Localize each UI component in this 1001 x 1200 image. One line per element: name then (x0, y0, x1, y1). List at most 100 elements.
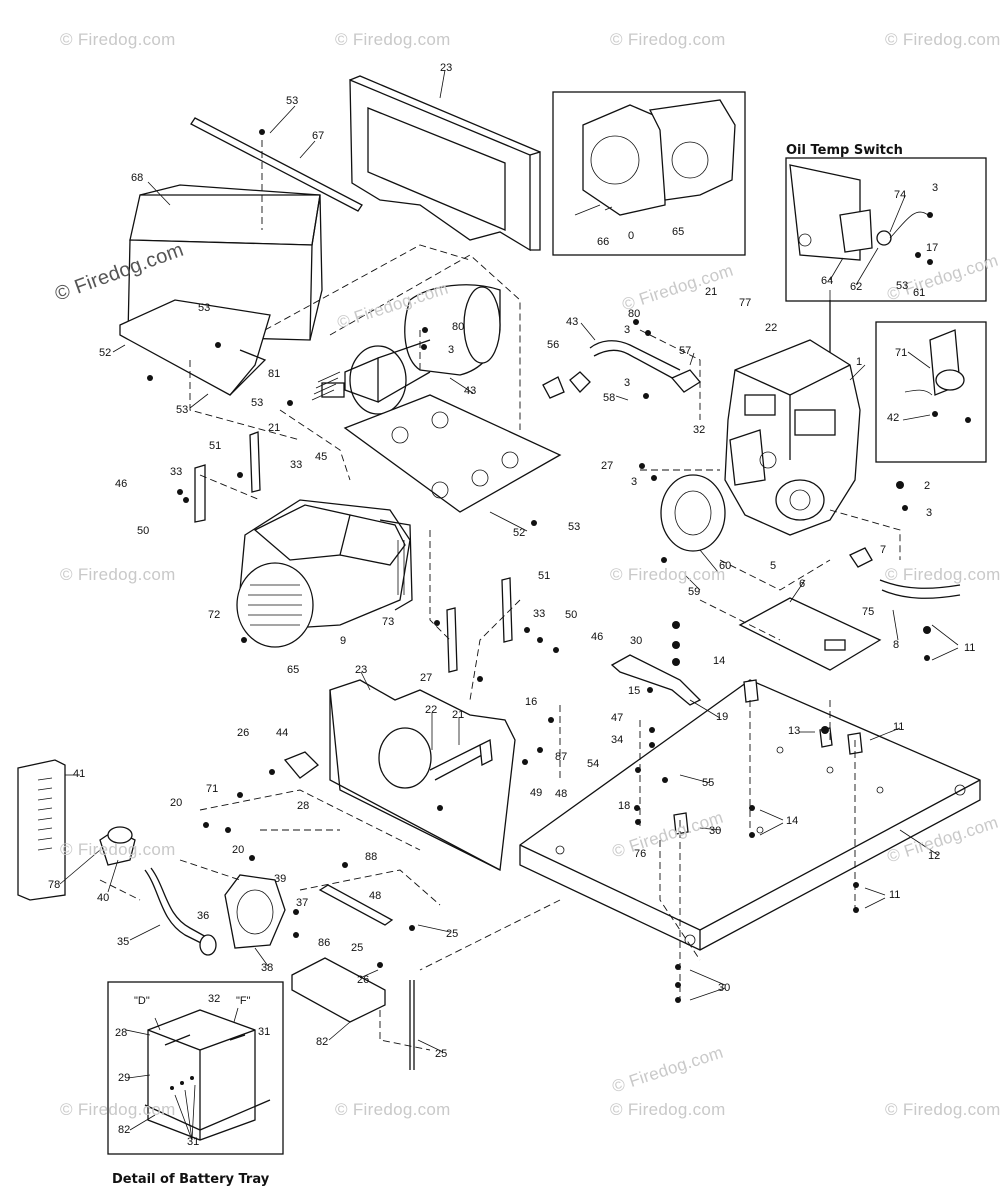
part-callout-c80: 14 (786, 815, 799, 827)
inset-bracket-box (875, 321, 987, 463)
part-callout-c97: 28 (297, 800, 310, 812)
inset-oil-temp-box (785, 157, 987, 302)
tray-52-left (119, 299, 271, 396)
gasket-60 (660, 474, 726, 552)
part-callout-c16: 51 (209, 440, 222, 452)
regulator-38 (199, 874, 286, 956)
inset-title-battery-tray: Detail of Battery Tray (112, 1172, 270, 1187)
part-callout-c3: 67 (312, 130, 325, 142)
watermark-text: © Firedog.com (610, 1100, 726, 1119)
part-callout-c68: 14 (713, 655, 726, 667)
part-callout-c18: 46 (115, 478, 128, 490)
part-callout-c112: 25 (435, 1048, 448, 1060)
part-callout-c41: 1 (856, 356, 863, 368)
watermark-text: © Firedog.com (60, 30, 176, 49)
part-callout-c84: 23 (355, 664, 368, 676)
part-callout-c23: 56 (547, 339, 560, 351)
part-callout-c26: 58 (603, 392, 616, 404)
part-callout-c92: 48 (369, 890, 382, 902)
part-callout-c17: 33 (170, 466, 183, 478)
part-callout-c120: 31 (187, 1136, 200, 1148)
part-callout-c47: 53 (896, 280, 909, 292)
part-callout-c78: 13 (788, 725, 801, 737)
part-callout-c108: 25 (446, 928, 459, 940)
part-callout-c2: 53 (286, 95, 299, 107)
part-callout-c89: 49 (530, 787, 543, 799)
part-callout-c59: 33 (533, 608, 546, 620)
part-callout-c65: 65 (287, 664, 300, 676)
part-callout-c32: 60 (719, 560, 732, 572)
part-callout-c40: 22 (765, 322, 778, 334)
part-callout-c56: 8 (893, 639, 900, 651)
part-callout-c73: 54 (587, 758, 600, 770)
spring-81 (311, 371, 341, 401)
part-callout-c67: 30 (630, 635, 643, 647)
part-callout-c83: 30 (718, 982, 731, 994)
part-callout-c110: 26 (357, 974, 370, 986)
part-callout-c76: 76 (634, 848, 647, 860)
part-callout-c35: 66 (597, 236, 610, 248)
part-callout-c91: 88 (365, 851, 378, 863)
part-callout-c29: 27 (601, 460, 614, 472)
mount-6 (738, 597, 882, 671)
part-callout-c36: 0 (628, 230, 635, 242)
part-callout-c116: 28 (115, 1027, 128, 1039)
part-callout-c43: 3 (932, 182, 939, 194)
watermark-text: © Firedog.com (335, 30, 451, 49)
watermark-text: © Firedog.com (610, 565, 726, 584)
part-callout-c6: 52 (99, 347, 112, 359)
part-callout-c7: 53 (176, 404, 189, 416)
part-callout-c52: 3 (926, 507, 933, 519)
part-callout-c25: 3 (624, 377, 631, 389)
isolator-mounts (673, 679, 863, 835)
watermark-text: © Firedog.com (885, 30, 1001, 49)
part-callout-c77: 30 (709, 825, 722, 837)
hose-8 (879, 579, 961, 599)
part-callout-c113: "D" (134, 995, 150, 1007)
panel-23-lower (329, 679, 516, 871)
inset-title-oil-temp-switch: Oil Temp Switch (786, 143, 903, 158)
part-callout-c72: 34 (611, 734, 624, 746)
part-callout-c93: 26 (237, 727, 250, 739)
part-callout-c33: 59 (688, 586, 701, 598)
part-callout-c81: 12 (928, 850, 941, 862)
part-callout-c101: 78 (48, 879, 61, 891)
inset-battery-box (107, 981, 284, 1155)
part-callout-c109: 25 (351, 942, 364, 954)
part-callout-c38: 21 (705, 286, 718, 298)
part-callout-c119: 82 (118, 1124, 131, 1136)
generator-9 (236, 499, 413, 648)
part-callout-c111: 82 (316, 1036, 329, 1048)
tray-82 (291, 957, 386, 1023)
part-callout-c50: 42 (887, 412, 900, 424)
part-callout-c5: 53 (198, 302, 211, 314)
part-callout-c13: 21 (268, 422, 281, 434)
watermark-text: © Firedog.com (335, 1100, 451, 1119)
part-callout-c96: 71 (206, 783, 219, 795)
strap-67 (190, 117, 363, 212)
assembly-dashed-lines (99, 140, 901, 1051)
part-callout-c51: 2 (924, 480, 931, 492)
part-callout-c57: 11 (964, 642, 976, 654)
bracket-51-left (194, 431, 261, 523)
part-callout-c71: 47 (611, 712, 624, 724)
leader-lines (59, 69, 959, 1141)
part-callout-c44: 17 (926, 242, 939, 254)
part-callout-c64: 73 (382, 616, 395, 628)
part-callout-c4: 68 (131, 172, 144, 184)
part-callout-c46: 62 (850, 281, 863, 293)
rail-41 (17, 759, 66, 901)
watermark-text: © Firedog.com (885, 1100, 1001, 1119)
part-callout-c12: 53 (251, 397, 264, 409)
engine-1 (724, 339, 861, 536)
solenoid-40 (99, 826, 136, 866)
part-callout-c54: 6 (799, 578, 806, 590)
part-callout-c49: 71 (895, 347, 908, 359)
part-callout-c70: 19 (716, 711, 729, 723)
part-callout-c75: 18 (618, 800, 631, 812)
part-callout-c53: 7 (880, 544, 887, 556)
part-callout-c21: 80 (628, 308, 641, 320)
panel-23 (349, 75, 541, 252)
watermark-text: © Firedog.com (60, 565, 176, 584)
